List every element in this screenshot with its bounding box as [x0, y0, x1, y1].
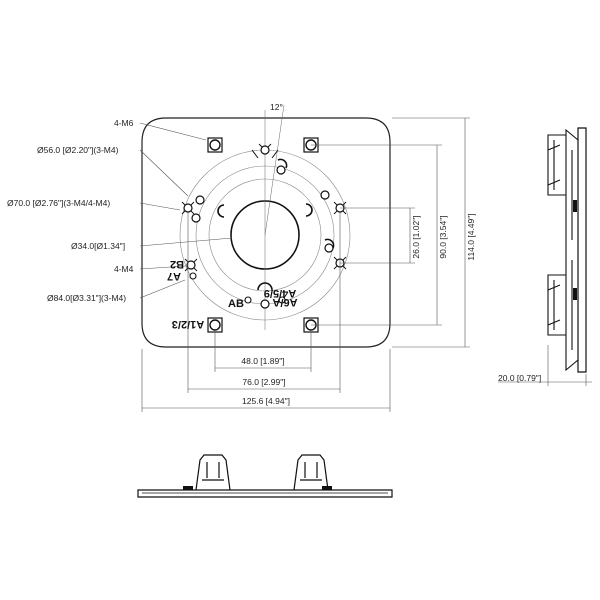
m4-hole — [324, 243, 334, 253]
dim-125-label: 125.6 [4.94"] — [242, 396, 290, 406]
bottom-bracket-left — [195, 454, 231, 491]
side-body — [577, 127, 587, 373]
dim-90-label: 90.0 [3.54"] — [438, 215, 448, 258]
side-bracket-bottom — [547, 260, 573, 350]
m4-hole — [244, 296, 252, 304]
side-slot — [573, 200, 577, 212]
dim-26-label: 26.0 [1.02"] — [411, 215, 421, 258]
slot-mark — [324, 238, 335, 249]
leader-m4 — [139, 265, 187, 270]
callout-d70: Ø70.0 [Ø2.76"](3-M4/4-M4) — [7, 198, 110, 208]
mark-a7: A7 — [167, 270, 181, 282]
m4-hole — [276, 165, 286, 175]
callout-m6: 4-M6 — [114, 118, 134, 128]
slot-mark — [305, 203, 313, 217]
m4-hole — [260, 299, 270, 309]
m4-hole — [189, 272, 197, 280]
side-flange — [565, 128, 579, 372]
slot-mark — [257, 282, 273, 291]
side-view: 20.0 [0.79"] — [498, 127, 592, 386]
mark-ab: AB — [228, 298, 244, 310]
dim-20-label: 20.0 [0.79"] — [498, 373, 541, 383]
m4-hole — [278, 296, 286, 304]
leader-d70 — [139, 202, 181, 211]
dim-76-label: 76.0 [2.99"] — [242, 377, 285, 387]
slot-mark — [277, 158, 288, 169]
front-view: 12° — [7, 102, 476, 412]
leader-d84 — [139, 279, 186, 299]
m4-hole — [258, 143, 272, 155]
mark-a123: A1/2/3 — [172, 318, 204, 330]
leader-d56 — [139, 149, 189, 197]
m4-hole — [320, 190, 330, 200]
slot-mark — [251, 149, 279, 159]
callout-m4: 4-M4 — [114, 264, 134, 274]
m6-hole — [207, 317, 223, 333]
mark-b2: B2 — [170, 258, 184, 270]
plate-outline — [141, 117, 391, 348]
bottom-notch — [322, 486, 332, 490]
callout-d56: Ø56.0 [Ø2.20"](3-M4) — [37, 145, 119, 155]
bottom-notch — [183, 486, 193, 490]
slot-mark — [217, 204, 225, 218]
angle-line — [264, 104, 285, 236]
callout-d84: Ø84.0[Ø3.31"](3-M4) — [47, 293, 126, 303]
m4-hole — [195, 195, 205, 205]
mark-a459: A4/5/9 — [264, 287, 296, 299]
dim-48-label: 48.0 [1.89"] — [241, 356, 284, 366]
side-bracket-top — [547, 134, 573, 240]
m4-hole — [184, 258, 198, 272]
angle-label: 12° — [270, 102, 283, 112]
bottom-bracket-right — [293, 454, 329, 491]
side-slot — [573, 288, 577, 300]
m4-hole — [181, 201, 195, 215]
m4-hole — [191, 213, 201, 223]
mark-a6a: A6/A — [272, 296, 297, 308]
bottom-view — [137, 454, 393, 498]
callout-d34: Ø34.0[Ø1.34"] — [71, 241, 125, 251]
bottom-base — [137, 489, 393, 498]
m6-hole — [207, 137, 223, 153]
dim-114-label: 114.0 [4.49"] — [466, 213, 476, 260]
leader-d34 — [139, 237, 233, 247]
leader-m6 — [139, 122, 207, 141]
